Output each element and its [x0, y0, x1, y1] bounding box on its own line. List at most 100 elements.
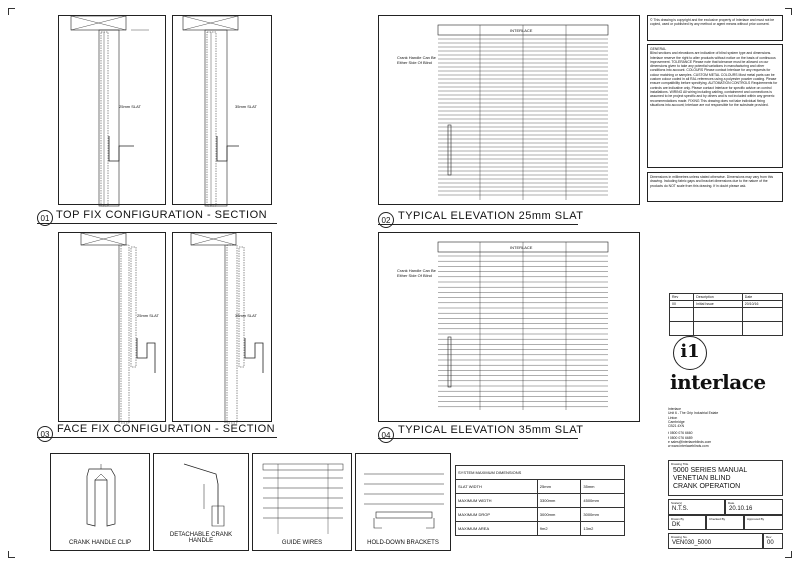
address-line: CB21 4XN: [668, 424, 685, 429]
company-logo: i1 interlace: [668, 334, 768, 394]
copyright-note: © This drawing is copyright and the excl…: [647, 15, 783, 41]
field-label: Scale(s): [671, 501, 683, 505]
title-underline: [37, 437, 277, 438]
detail-caption: HOLD-DOWN BRACKETS: [367, 540, 439, 546]
detail-caption: DETACHABLE CRANK HANDLE: [169, 532, 233, 544]
table-cell: 3000mm: [580, 507, 625, 522]
table-cell: MAXIMUM DROP: [455, 507, 538, 522]
rev-value: 00: [767, 540, 774, 546]
table-cell: 3000mm: [536, 507, 582, 522]
title-underline: [378, 224, 578, 225]
dimensions-note-text: Dimensions in millimetres unless stated …: [650, 175, 774, 188]
address-line: Linton: [668, 415, 678, 420]
face-fix-25-drawing: [80, 232, 156, 424]
field-label: Rev: [766, 535, 772, 539]
title-underline: [37, 223, 277, 224]
copyright-text: © This drawing is copyright and the excl…: [650, 18, 775, 27]
field-label: Drawing Title: [671, 462, 689, 466]
revision-table: Rev Description Date 00 Initial Issue 20…: [668, 293, 784, 336]
section-view-35mm: 35mm SLAT: [172, 232, 272, 424]
section-number: 03: [37, 426, 53, 442]
section-title: FACE FIX CONFIGURATION - SECTION: [57, 423, 276, 435]
table-cell: 4500mm: [580, 493, 625, 508]
title-line: VENETIAN BLIND: [673, 475, 731, 482]
drawing-title-cell: Drawing Title 5000 SERIES MANUAL VENETIA…: [668, 460, 783, 496]
address-line: Unit 6 - The Grip Industrial Estate: [668, 411, 719, 416]
table-row: 00 Initial Issue 20/10/16: [668, 300, 784, 308]
guide-wires-drawing: [262, 463, 344, 534]
section-number: 01: [37, 210, 53, 226]
date-cell: Date 20.10.16: [725, 499, 783, 515]
elevation-25-drawing: [437, 24, 609, 200]
company-address: Interlace Unit 6 - The Grip Industrial E…: [668, 407, 778, 449]
field-label: Drawing No.: [671, 535, 688, 539]
top-fix-25-drawing: [70, 15, 149, 207]
table-cell: 35mm: [580, 479, 625, 494]
phone-text: t 0800 076 6660: [668, 431, 693, 436]
detail-box: DETACHABLE CRANK HANDLE: [153, 453, 249, 551]
drawing-no-cell: Drawing No. VEN030_5000: [668, 533, 763, 549]
table-cell: 13m2: [580, 521, 625, 536]
section-view-25mm: 25mm SLAT: [58, 15, 166, 207]
section-number: 02: [378, 212, 394, 228]
table-cell: 3300mm: [536, 493, 582, 508]
table-cell: Initial Issue: [693, 300, 743, 308]
title-line: 5000 SERIES MANUAL: [673, 467, 748, 474]
detail-caption: CRANK HANDLE CLIP: [68, 540, 131, 546]
elevation-35-drawing: [437, 241, 609, 410]
scale-value: N.T.S.: [672, 506, 689, 512]
address-line: Interlace: [668, 407, 682, 411]
approved-cell: Approved By: [744, 515, 783, 530]
crank-handle-drawing: [183, 463, 225, 527]
section-title: TYPICAL ELEVATION 35mm SLAT: [398, 424, 584, 436]
drawn-cell: Drawn By DK: [668, 515, 706, 530]
title-underline: [378, 438, 578, 439]
general-notes: GENERAL Blind sections and elevations ar…: [647, 44, 783, 168]
logo-text: interlace: [670, 370, 766, 394]
table-row: Rev Description Date: [668, 293, 784, 301]
field-label: Date: [728, 501, 735, 505]
corner-mark: [8, 551, 15, 558]
crank-note: Crank Handle Can Be Either Side Of Blind: [397, 268, 436, 278]
general-heading: GENERAL: [650, 47, 667, 51]
table-header: Rev: [668, 293, 695, 301]
elevation-frame: [378, 232, 640, 422]
web-text: w www.interlaceblinds.com: [668, 444, 709, 449]
drawing-title: 5000 SERIES MANUAL VENETIAN BLIND CRANK …: [673, 467, 747, 491]
detail-box: HOLD-DOWN BRACKETS: [355, 453, 451, 551]
table-cell: MAXIMUM AREA: [455, 521, 538, 536]
crank-note: Crank Handle Can Be Either Side Of Blind: [397, 55, 436, 65]
top-fix-35-drawing: [182, 15, 239, 207]
dimensions-title: SYSTEM MAXIMUM DIMENSIONS: [455, 465, 625, 480]
section-view-35mm: 35mm SLAT: [172, 15, 272, 207]
field-label: Drawn By: [671, 517, 685, 521]
section-view-25mm: 25mm SLAT: [58, 232, 166, 424]
face-fix-35-drawing: [190, 232, 264, 424]
table-cell: 00: [668, 300, 695, 308]
fax-text: f 0800 076 6689: [668, 435, 693, 440]
section-title: TOP FIX CONFIGURATION - SECTION: [56, 209, 268, 221]
logo-mark-text: i1: [680, 341, 700, 362]
checked-cell: Checked By: [706, 515, 744, 530]
header-label: INTERLACE: [510, 245, 533, 250]
section-number: 04: [378, 427, 394, 443]
dimensions-note: Dimensions in millimetres unless stated …: [647, 172, 783, 202]
table-header: Date: [741, 293, 784, 301]
date-value: 20.10.16: [729, 506, 753, 512]
table-cell: 20/10/16: [741, 300, 784, 308]
corner-mark: [785, 8, 792, 15]
elevation-frame: [378, 15, 640, 205]
address-line: Cambridge: [668, 419, 685, 424]
drawn-value: DK: [672, 522, 681, 528]
table-cell: 25mm: [536, 479, 582, 494]
corner-mark: [8, 8, 15, 15]
slat-label: 25mm SLAT: [137, 313, 159, 318]
table-cell: 9m2: [536, 521, 582, 536]
corner-mark: [785, 551, 792, 558]
slat-label: 35mm SLAT: [235, 313, 257, 318]
title-line: CRANK OPERATION: [673, 483, 741, 490]
